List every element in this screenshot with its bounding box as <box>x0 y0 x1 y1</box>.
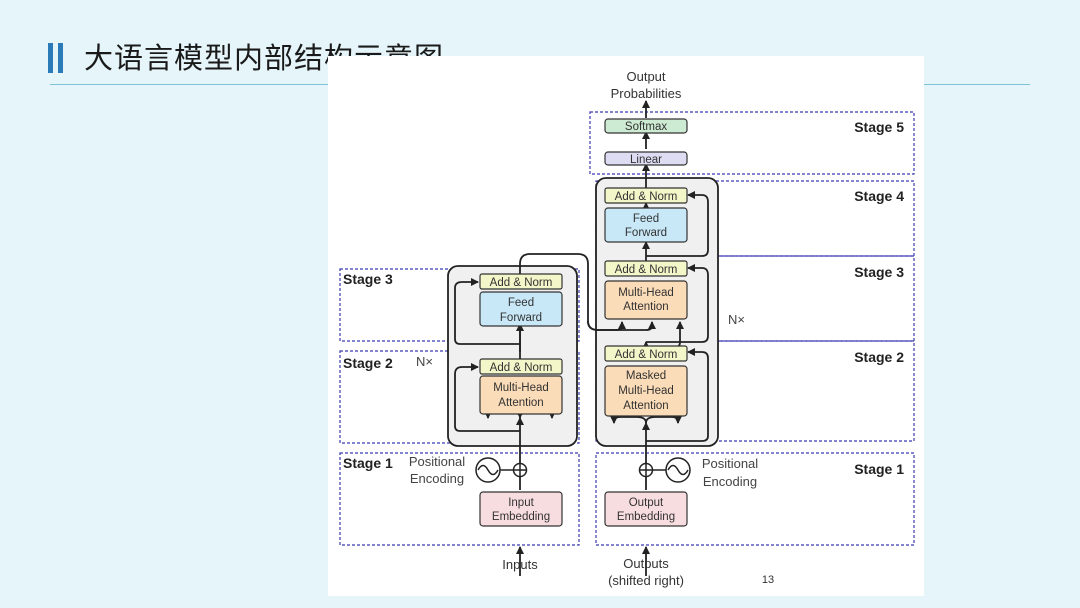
decoder-feed-forward: Feed Forward <box>604 207 688 243</box>
output-probabilities-line2: Probabilities <box>611 86 682 101</box>
decoder-nx-label: N× <box>728 312 745 327</box>
encoder-add-norm-2: Add & Norm <box>479 273 563 290</box>
encoder-add-norm-1-label: Add & Norm <box>490 362 553 374</box>
decoder-linear: Linear <box>604 151 688 166</box>
encoder-feed-forward: Feed Forward <box>479 291 563 327</box>
enc-positional-line1: Positional <box>409 454 465 469</box>
dec-stage-2-label: Stage 2 <box>854 349 904 365</box>
decoder-add-norm-3: Add & Norm <box>604 187 688 204</box>
transformer-diagram: Stage 1 Stage 2 Stage 3 Stage 1 Stage 2 … <box>339 69 915 588</box>
decoder-cross-attention: Multi-Head Attention <box>604 280 688 320</box>
encoder-attention-block: Multi-Head Attention <box>479 375 563 415</box>
stage-box-dec-4 <box>595 180 915 257</box>
encoder-add-norm-1: Add & Norm <box>479 358 563 375</box>
encoder-input-embedding: Input Embedding <box>479 491 563 527</box>
decoder-masked-line1: Masked <box>626 370 666 382</box>
dec-positional-line2: Encoding <box>703 474 757 489</box>
encoder-embedding-line2: Embedding <box>492 511 550 523</box>
dec-stage-1-label: Stage 1 <box>854 461 904 477</box>
page-number: 13 <box>762 574 774 586</box>
enc-stage-3-label: Stage 3 <box>343 271 393 287</box>
outputs-label-line2: (shifted right) <box>608 573 684 588</box>
decoder-add-norm-2: Add & Norm <box>604 260 688 277</box>
decoder-linear-label: Linear <box>630 154 662 166</box>
decoder-add-norm-2-label: Add & Norm <box>615 264 678 276</box>
decoder-masked-line3: Attention <box>623 400 668 412</box>
inputs-label: Inputs <box>502 557 538 572</box>
decoder-sine-icon <box>653 457 691 483</box>
decoder-masked-line2: Multi-Head <box>618 385 674 397</box>
output-probabilities-line1: Output <box>626 69 665 84</box>
decoder-ff-line1: Feed <box>633 213 659 225</box>
decoder-attention-line2: Attention <box>623 301 668 313</box>
stage-box-enc-1 <box>339 452 580 546</box>
dec-stage-4-label: Stage 4 <box>854 188 904 204</box>
title-accent-icon <box>48 43 66 73</box>
outputs-label-line1: Outputs <box>623 556 669 571</box>
decoder-output-embedding: Output Embedding <box>604 491 688 527</box>
stage-box-dec-5 <box>589 111 915 175</box>
dec-stage-5-label: Stage 5 <box>854 119 904 135</box>
dec-positional-line1: Positional <box>702 456 758 471</box>
decoder-embedding-line2: Embedding <box>617 511 675 523</box>
enc-stage-1-label: Stage 1 <box>343 455 393 471</box>
encoder-add-norm-2-label: Add & Norm <box>490 277 553 289</box>
decoder-add-norm-1: Add & Norm <box>604 345 688 362</box>
decoder-add-norm-1-label: Add & Norm <box>615 349 678 361</box>
encoder-attention-line2: Attention <box>498 397 543 409</box>
enc-stage-2-label: Stage 2 <box>343 355 393 371</box>
decoder-softmax-label: Softmax <box>625 121 667 133</box>
decoder-attention-line1: Multi-Head <box>618 287 674 299</box>
encoder-embedding-line1: Input <box>508 497 534 509</box>
stage-box-dec-3 <box>595 255 915 342</box>
decoder-masked-attention: Masked Multi-Head Attention <box>604 365 688 417</box>
encoder-sine-icon <box>475 457 513 483</box>
dec-stage-3-label: Stage 3 <box>854 264 904 280</box>
encoder-ff-line2: Forward <box>500 312 542 324</box>
decoder-ff-line2: Forward <box>625 227 667 239</box>
decoder-embedding-line1: Output <box>629 497 664 509</box>
decoder-add-norm-3-label: Add & Norm <box>615 191 678 203</box>
encoder-attention-line1: Multi-Head <box>493 382 549 394</box>
encoder-ff-line1: Feed <box>508 297 534 309</box>
encoder-add-icon <box>512 462 528 478</box>
decoder-add-icon <box>638 462 654 478</box>
enc-positional-line2: Encoding <box>410 471 464 486</box>
encoder-nx-label: N× <box>416 354 433 369</box>
decoder-softmax: Softmax <box>604 118 688 134</box>
